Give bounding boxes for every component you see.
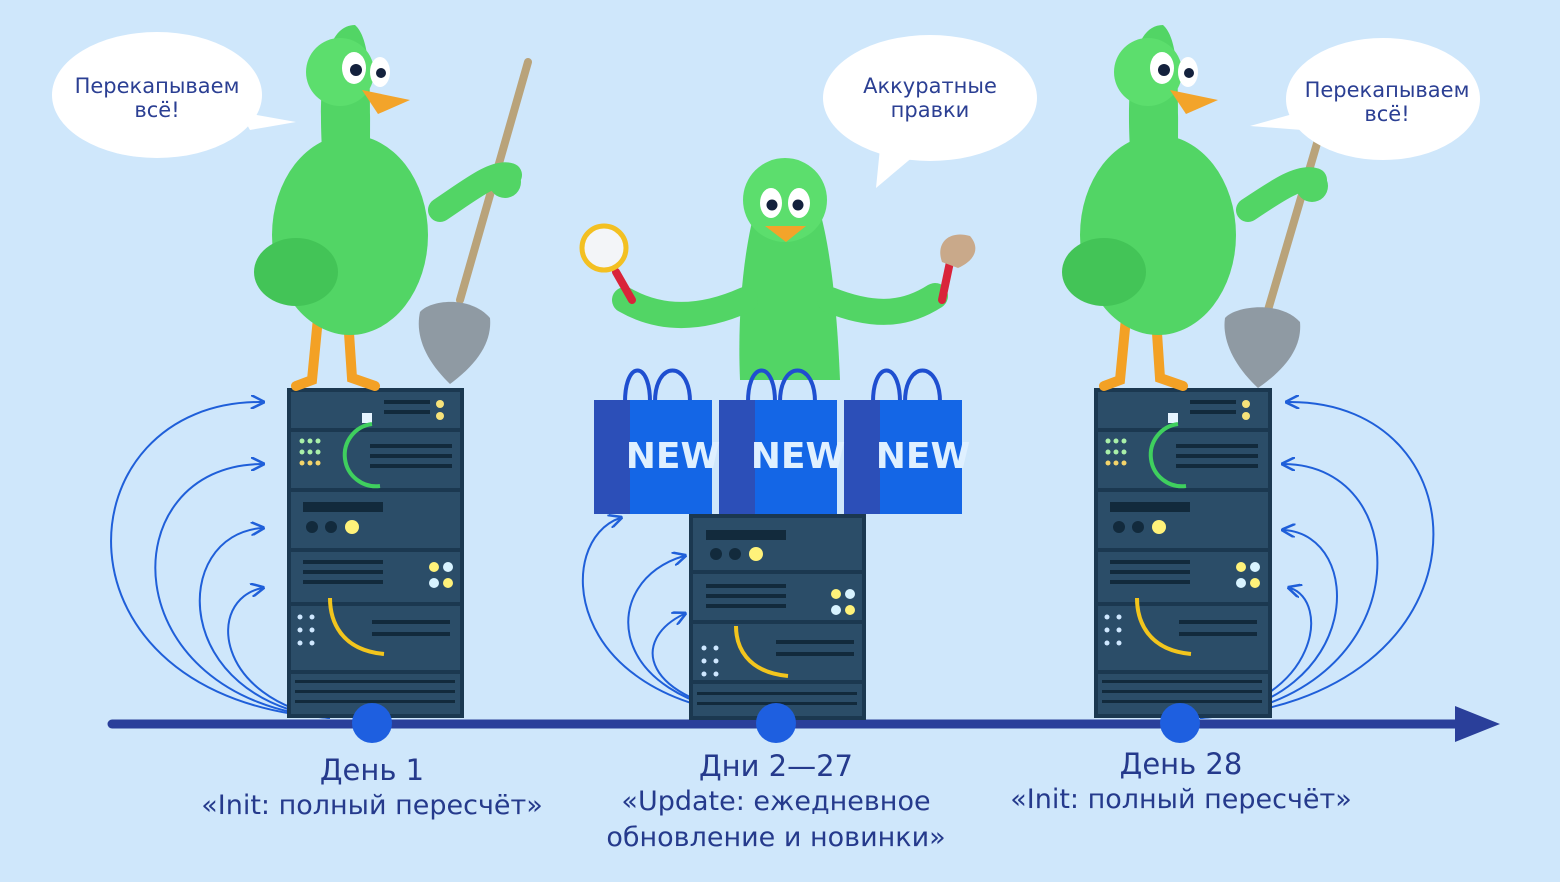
stage-2-duck [612, 158, 948, 380]
stage-2-server-rack [689, 514, 866, 720]
stage-3-caption: День 28 «Init: полный пересчёт» [981, 746, 1381, 818]
bag-2-label: NEW [751, 436, 845, 477]
stage-3-bubble-line2: всё! [1364, 102, 1410, 126]
stage-3-bubble-text: Перекапываем всё! [1287, 78, 1487, 126]
new-bag-3 [844, 368, 962, 514]
stage-1-caption-line1: «Init: полный пересчёт» [201, 790, 543, 821]
stage-3-bubble-line1: Перекапываем [1304, 78, 1470, 102]
bag-3-label: NEW [876, 436, 970, 477]
stage-1-server-rack [287, 388, 464, 718]
brush-icon [938, 234, 976, 304]
stage-2-speech-bubble [823, 35, 1037, 188]
stage-1-duck [254, 25, 522, 391]
stage-2-bubble-line1: Аккуратные [863, 74, 997, 98]
stage-3-server-rack [1094, 388, 1272, 718]
stage-1-caption: День 1 «Init: полный пересчёт» [172, 752, 572, 824]
stage-2-caption-line1: «Update: ежедневное [621, 786, 931, 817]
timeline-arrowhead [1455, 706, 1500, 742]
magnifier-icon [579, 223, 636, 304]
stage-3-loop-arrows [1199, 402, 1435, 719]
stage-1-timeline-marker [352, 703, 392, 743]
stage-2-caption: Дни 2—27 «Update: ежедневное обновление … [566, 748, 986, 856]
stage-2-bubble-text: Аккуратные правки [830, 74, 1030, 122]
bag-1-label: NEW [626, 436, 720, 477]
stage-3-caption-line1: «Init: полный пересчёт» [1010, 784, 1352, 815]
stage-1-day: День 1 [319, 753, 425, 787]
stage-3-duck [1062, 25, 1328, 391]
stage-1-group [52, 25, 532, 743]
stage-1-shovel [418, 58, 532, 384]
stage-1-bubble-line1: Перекапываем [74, 74, 240, 98]
new-bag-1 [594, 368, 712, 514]
stage-3-speech-bubble [1250, 38, 1480, 160]
stage-1-bubble-line2: всё! [134, 98, 180, 122]
stage-1-speech-bubble [52, 32, 296, 158]
stage-2-shopping-bags: NEW NEW NEW [594, 368, 970, 514]
stage-3-group [1062, 25, 1480, 743]
stage-1-bubble-text: Перекапываем всё! [57, 74, 257, 122]
stage-2-bubble-line2: правки [890, 98, 970, 122]
stage-3-day: День 28 [1119, 747, 1243, 781]
stage-3-timeline-marker [1160, 703, 1200, 743]
stage-2-group: NEW NEW NEW [579, 35, 1037, 743]
new-bag-2 [719, 368, 837, 514]
stage-2-timeline-marker [756, 703, 796, 743]
stage-2-day: Дни 2—27 [698, 749, 854, 783]
stage-2-caption-line2: обновление и новинки» [606, 822, 946, 853]
